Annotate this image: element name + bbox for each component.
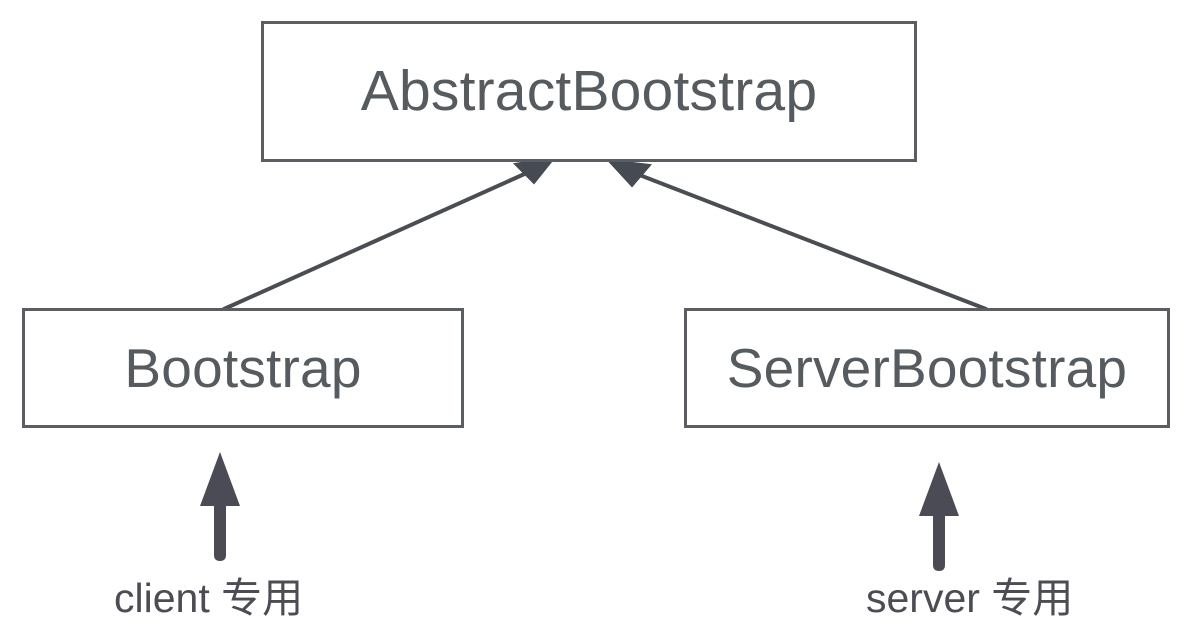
class-name-server-bootstrap: ServerBootstrap [726, 336, 1128, 399]
edge-bootstrap-to-abstractbootstrap [222, 156, 557, 311]
up-arrow-icon-server [919, 462, 959, 571]
annotation-server-label: server 专用 [866, 575, 1074, 621]
class-name-bootstrap: Bootstrap [124, 336, 362, 399]
class-box-bootstrap[interactable]: Bootstrap [22, 308, 464, 428]
annotation-client-label: client 专用 [114, 575, 304, 621]
class-box-abstract-bootstrap[interactable]: AbstractBootstrap [261, 21, 917, 162]
up-arrow-icon-client [200, 452, 240, 561]
edge-serverbootstrap-to-abstractbootstrap [605, 158, 988, 311]
class-box-server-bootstrap[interactable]: ServerBootstrap [684, 308, 1170, 428]
class-name-abstract-bootstrap: AbstractBootstrap [360, 59, 818, 123]
